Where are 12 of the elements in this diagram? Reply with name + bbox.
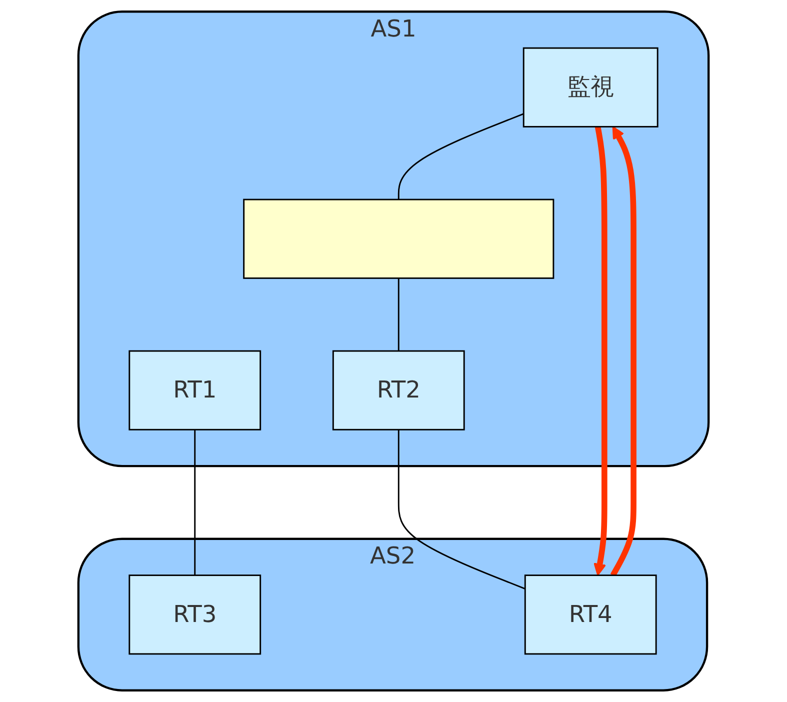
node-box: RT3 (128, 574, 262, 655)
connector (398, 113, 524, 200)
node-box: RT1 (128, 350, 262, 430)
connector (194, 430, 196, 576)
node-box: RT4 (524, 574, 657, 655)
connector (398, 430, 526, 590)
connector (398, 278, 400, 351)
node-box: 監視 (522, 47, 658, 128)
node-box: RT2 (332, 350, 465, 430)
arrow (594, 126, 608, 576)
arrow (610, 126, 636, 577)
node-bar (243, 198, 554, 279)
